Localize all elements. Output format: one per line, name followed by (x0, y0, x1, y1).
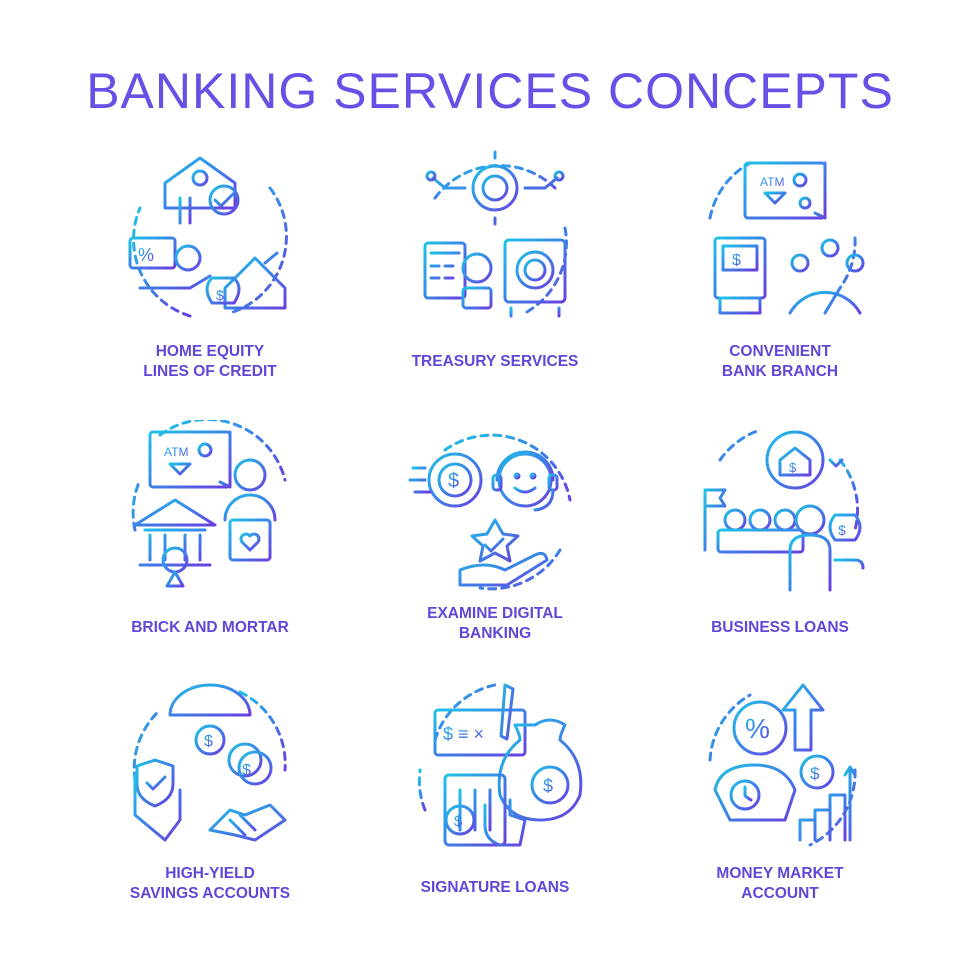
svg-text:$: $ (732, 252, 741, 269)
concept-card: $ $ BUSINESS LOANS (630, 420, 930, 690)
treasury-services-icon (405, 148, 585, 328)
concept-label: EXAMINE DIGITAL BANKING (427, 605, 563, 642)
concept-label: CONVENIENT BANK BRANCH (721, 343, 839, 380)
concept-card: ATM BRICK AND MORTAR (60, 420, 360, 690)
svg-text:$: $ (242, 762, 251, 779)
concept-label: SIGNATURE LOANS (420, 879, 570, 896)
concept-card: $ ≡ × $ $ SIGNATURE LOANS (345, 680, 645, 950)
page-title: BANKING SERVICES CONCEPTS (86, 63, 894, 119)
savings-accounts-icon: $ $ (120, 680, 300, 860)
concept-label: HOME EQUITY LINES OF CREDIT (143, 343, 277, 380)
concept-card: $ $ HIGH-YIELD SAVINGS ACCOUNTS (60, 680, 360, 950)
svg-text:ATM: ATM (760, 175, 784, 189)
svg-text:$: $ (204, 733, 213, 750)
brick-and-mortar-icon: ATM (120, 420, 300, 600)
concept-label: TREASURY SERVICES (411, 353, 579, 370)
concept-label: BRICK AND MORTAR (131, 619, 289, 636)
svg-text:$: $ (543, 776, 553, 796)
svg-text:$: $ (789, 460, 797, 475)
svg-text:$: $ (838, 522, 846, 538)
concept-label: MONEY MARKET ACCOUNT (716, 865, 844, 902)
svg-text:$: $ (454, 813, 463, 830)
home-equity-icon: % $ (120, 148, 300, 328)
concept-card: ATM $ CONVENIENT BANK BRANCH (630, 148, 930, 418)
business-loans-icon: $ $ (690, 420, 870, 600)
money-market-icon: % $ (690, 680, 870, 860)
signature-loans-icon: $ ≡ × $ $ (405, 680, 585, 860)
svg-text:$ ≡ ×: $ ≡ × (443, 724, 484, 744)
svg-text:$: $ (216, 287, 224, 303)
concept-label: BUSINESS LOANS (711, 619, 849, 636)
svg-text:ATM: ATM (164, 445, 188, 459)
digital-banking-icon: $ (405, 420, 585, 600)
svg-text:$: $ (810, 764, 820, 783)
concept-label: HIGH-YIELD SAVINGS ACCOUNTS (129, 865, 291, 902)
concept-card: TREASURY SERVICES (345, 148, 645, 418)
convenient-bank-branch-icon: ATM $ (690, 148, 870, 328)
concept-card: % $ HOME EQUITY LINES OF CREDIT (60, 148, 360, 418)
svg-text:$: $ (448, 470, 459, 492)
concept-card: % $ MONEY MARKET ACCOUNT (630, 680, 930, 950)
svg-text:%: % (745, 713, 770, 744)
concept-card: $ EXAMINE DIGITAL BANKING (345, 420, 645, 690)
svg-text:%: % (138, 245, 154, 265)
